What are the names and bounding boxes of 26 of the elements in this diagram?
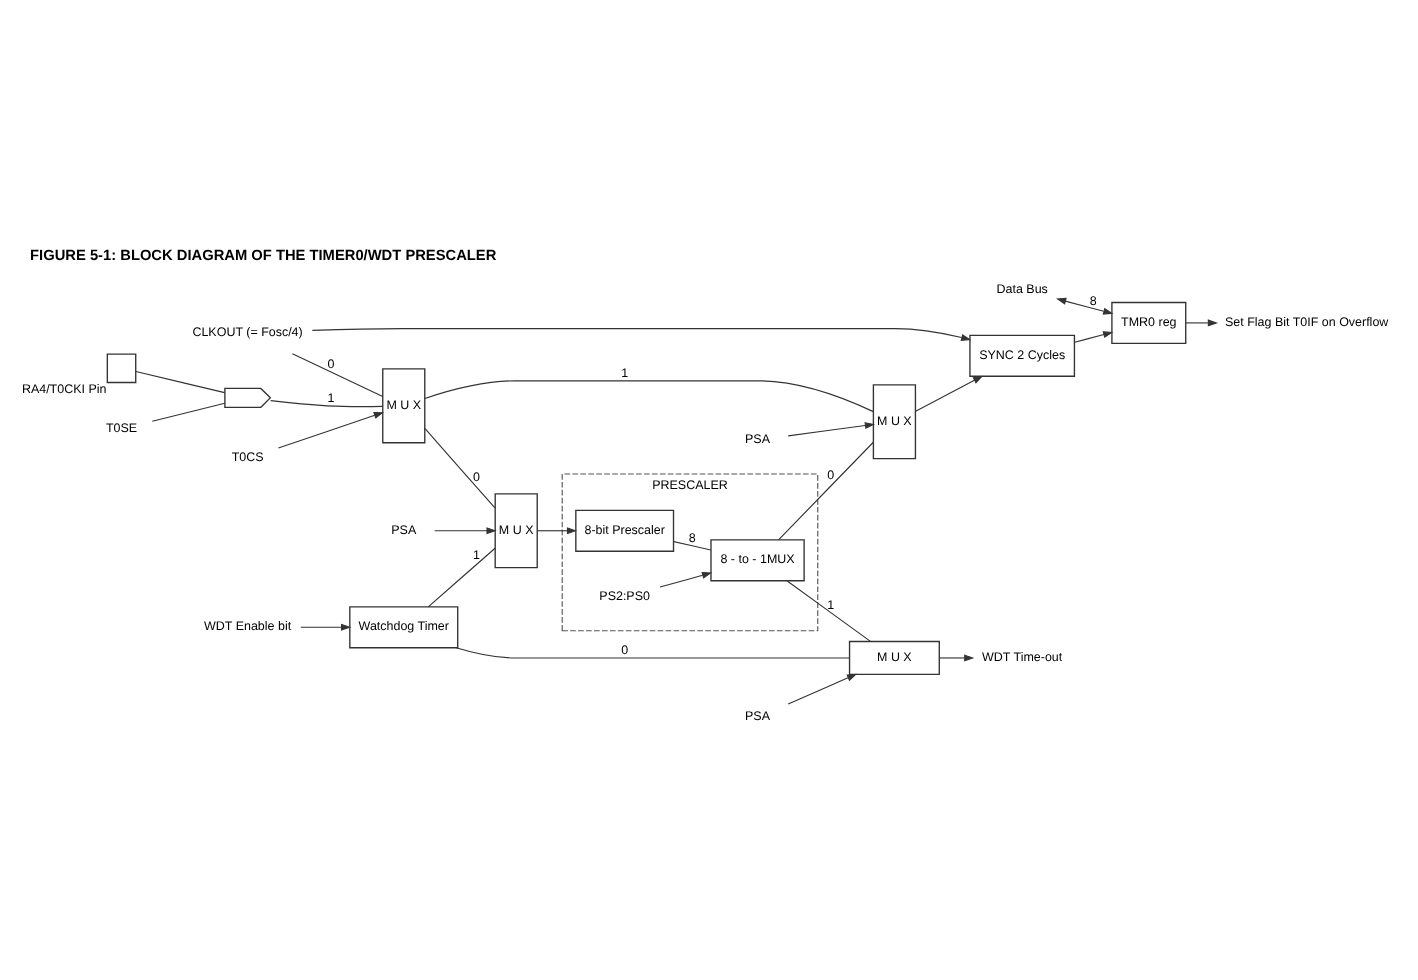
arrow — [915, 374, 984, 411]
node-box — [106, 352, 137, 383]
arrow — [536, 526, 578, 534]
connector — [291, 352, 384, 396]
connector — [424, 379, 874, 412]
arrow — [659, 570, 713, 587]
arrow — [300, 622, 352, 630]
connector — [455, 646, 850, 658]
arrow — [1185, 318, 1219, 326]
connector — [673, 540, 712, 550]
connector — [151, 401, 226, 421]
connector — [424, 426, 496, 508]
connector — [427, 546, 496, 607]
connector — [270, 399, 384, 407]
node-gate — [224, 386, 272, 407]
connector — [777, 440, 874, 540]
arrow — [311, 327, 972, 340]
arrow — [277, 411, 384, 448]
arrow — [787, 421, 876, 436]
arrow — [1055, 296, 1114, 314]
connector — [786, 579, 872, 641]
arrow — [787, 672, 858, 704]
arrow — [938, 653, 975, 661]
arrow — [434, 526, 497, 534]
connector — [135, 369, 226, 393]
arrow — [1074, 330, 1114, 342]
